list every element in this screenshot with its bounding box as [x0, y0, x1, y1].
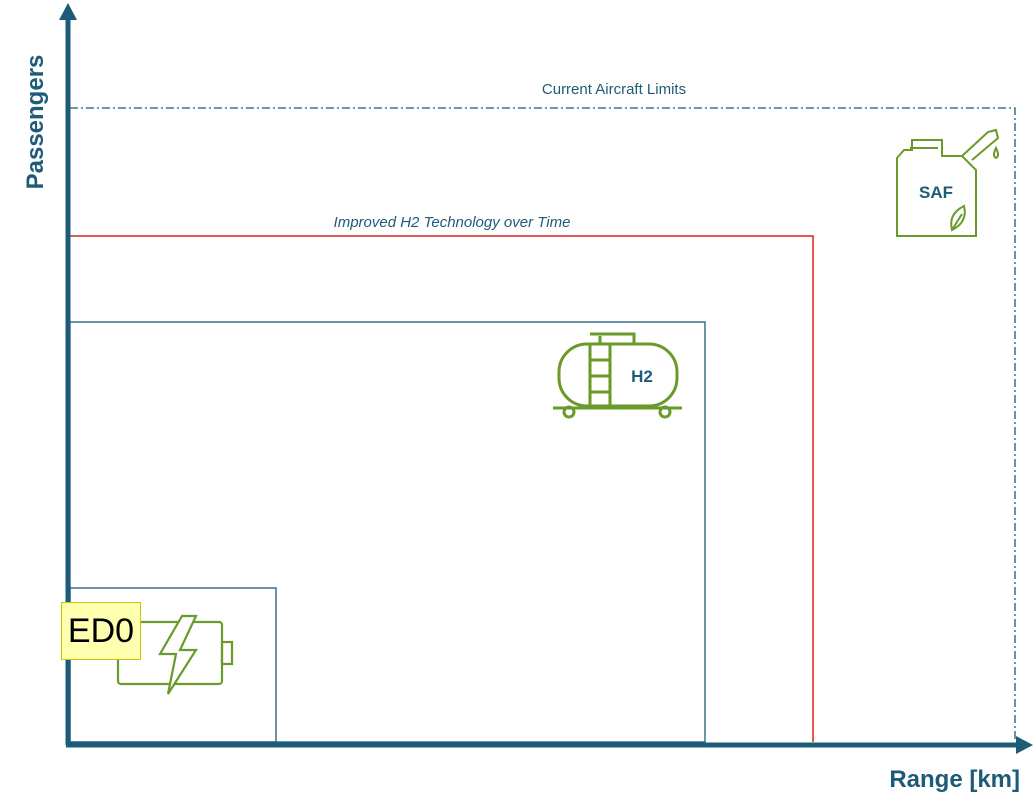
h2-technology-boundary	[70, 235, 814, 742]
y-axis-arrowhead	[59, 3, 77, 20]
saf-text: SAF	[919, 183, 953, 202]
x-axis-title: Range [km]	[889, 766, 1020, 793]
y-axis-title: Passengers	[22, 55, 49, 190]
x-axis-arrowhead	[1016, 736, 1033, 754]
h2-technology-label: Improved H2 Technology over Time	[334, 214, 571, 231]
h2-text: H2	[631, 367, 653, 386]
battery-tag: ED0	[61, 602, 141, 660]
saf-canister-icon: SAF	[896, 128, 1000, 237]
current-limits-label: Current Aircraft Limits	[542, 81, 686, 98]
current-limits-boundary	[70, 107, 1016, 742]
hydrogen-tank-icon: H2	[553, 332, 682, 419]
